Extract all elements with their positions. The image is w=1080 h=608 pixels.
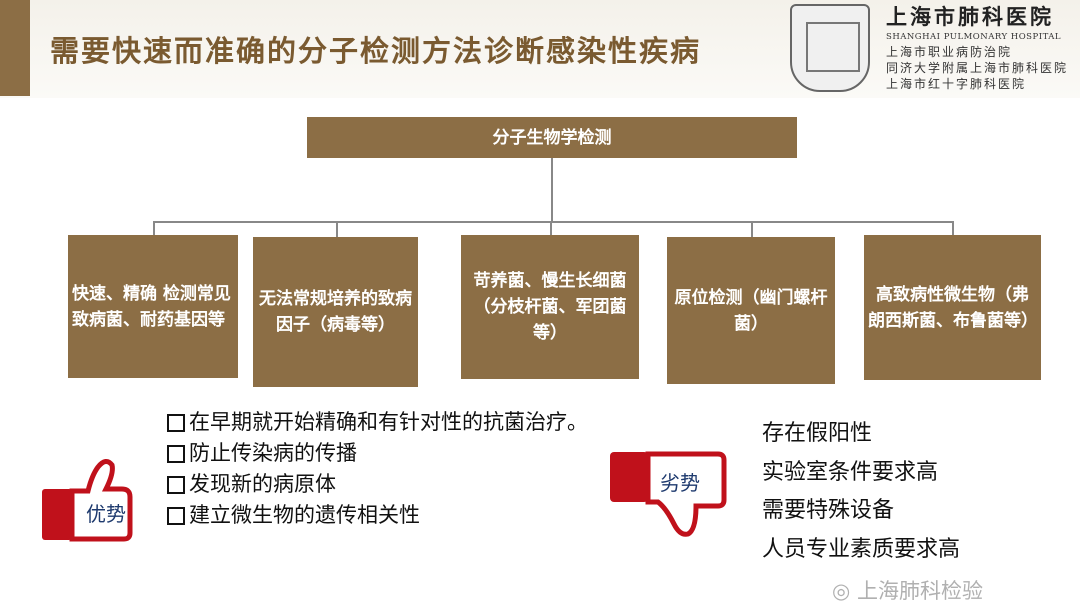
list-item: 存在假阳性: [762, 421, 873, 446]
tree-child: 苛养菌、慢生长细菌（分枝杆菌、军团菌等）: [461, 235, 639, 379]
list-item: 实验室条件要求高: [762, 459, 939, 485]
list-item: 发现新的病原体: [167, 469, 607, 500]
wechat-icon: ◎: [832, 579, 857, 603]
tree-child: 快速、精确 检测常见致病菌、耐药基因等: [68, 235, 238, 378]
checkbox-icon: [167, 476, 185, 494]
checkbox-icon: [167, 507, 185, 525]
list-item: 防止传染病的传播: [167, 438, 607, 469]
connector: [153, 221, 953, 223]
list-item: 建立微生物的遗传相关性: [167, 500, 607, 531]
disadvantages-list: 存在假阳性 实验室条件要求高 需要特殊设备 人员专业素质要求高: [762, 415, 960, 569]
connector: [952, 221, 954, 235]
tree-root: 分子生物学检测: [307, 117, 797, 158]
logo-line: 同济大学附属上海市肺科医院: [886, 61, 1069, 75]
connector: [336, 221, 338, 237]
connector: [751, 221, 753, 237]
connector: [153, 221, 155, 235]
watermark: ◎ 上海肺科检验: [832, 579, 983, 603]
advantages-list: 在早期就开始精确和有针对性的抗菌治疗。 防止传染病的传播 发现新的病原体 建立微…: [167, 407, 607, 531]
slide-title: 需要快速而准确的分子检测方法诊断感染性疾病: [50, 34, 702, 68]
thumbs-up-icon: 优势: [42, 459, 133, 542]
checkbox-icon: [167, 445, 185, 463]
tree-child: 原位检测（幽门螺杆菌）: [667, 237, 835, 384]
connector: [551, 158, 553, 222]
logo-line: 上海市职业病防治院: [886, 45, 1013, 59]
advantage-label: 优势: [86, 502, 126, 526]
thumbs-down-icon: 劣势: [610, 451, 727, 537]
tree-child: 无法常规培养的致病因子（病毒等）: [253, 237, 418, 387]
list-item: 需要特殊设备: [762, 498, 895, 523]
list-item: 人员专业素质要求高: [762, 536, 961, 562]
logo-line: 上海市红十字肺科医院: [886, 77, 1027, 91]
hospital-logo: 上海市肺科医院 SHANGHAI PULMONARY HOSPITAL 上海市职…: [786, 4, 1076, 94]
checkbox-icon: [167, 414, 185, 432]
accent-bar: [0, 0, 30, 96]
list-item: 在早期就开始精确和有针对性的抗菌治疗。: [167, 407, 607, 438]
slide-header: [0, 0, 1080, 98]
connector: [550, 221, 552, 235]
logo-name: 上海市肺科医院: [886, 4, 1054, 29]
tree-child: 高致病性微生物（弗朗西斯菌、布鲁菌等）: [864, 235, 1041, 380]
hospital-emblem-icon: [790, 4, 870, 92]
disadvantage-label: 劣势: [660, 471, 700, 495]
logo-english: SHANGHAI PULMONARY HOSPITAL: [886, 32, 1062, 42]
